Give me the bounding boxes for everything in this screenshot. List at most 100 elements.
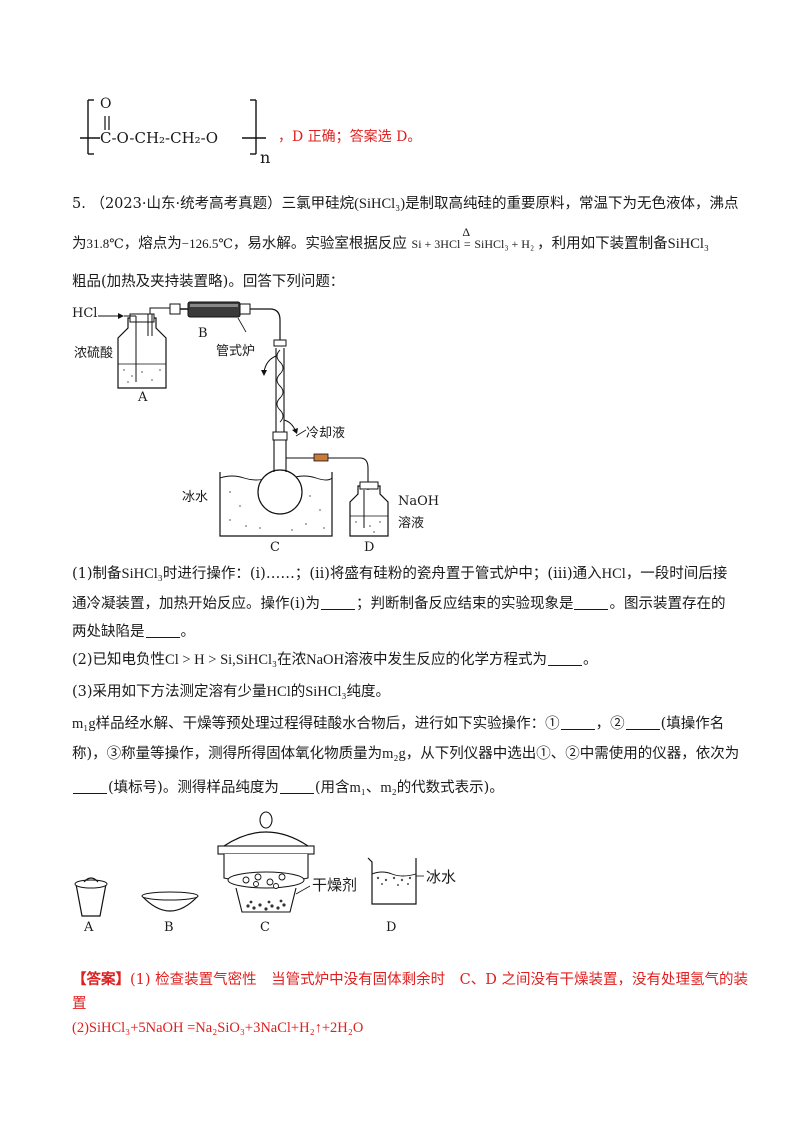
label-desiccant: 干燥剂	[312, 876, 358, 894]
text: ，易水解。实验室根据反应	[232, 236, 407, 252]
reaction-left: Si + 3HCl	[411, 237, 461, 251]
text: 两处缺陷是	[72, 624, 145, 640]
answer-line-1b: 置	[72, 996, 87, 1012]
text: 样品经水解、干燥等预处理过程得硅酸水合物后，进行如下实验操作：①	[95, 716, 560, 732]
apparatus-1-drawing	[98, 301, 389, 537]
text: (2)已知电负性	[72, 652, 166, 668]
formula: SiHCl₃	[305, 684, 347, 700]
apparatus-diagram-1: HCl B 管式炉 浓硫酸 A 冷却液 冰水 NaOH 溶液 C D	[70, 296, 470, 558]
label-a: A	[84, 920, 94, 935]
text: 的代数式表示)。	[396, 780, 504, 796]
formula: HCl	[601, 566, 626, 582]
boiling-point: 31.8℃	[86, 236, 124, 251]
mass-m2: m₂g	[382, 746, 406, 762]
answer-blank[interactable]	[145, 623, 180, 638]
text: 、	[365, 780, 381, 796]
text: 时进行操作：(ⅰ)……；(ⅱ)将盛有硅粉的瓷舟置于管式炉中；(ⅲ)通入	[162, 566, 602, 582]
label-b: B	[198, 326, 208, 341]
question-line-1: 5. （2023·山东·统考高考真题）三氯甲硅烷(SiHCl₃)是制取高纯硅的重…	[72, 194, 739, 214]
text: 的	[290, 684, 306, 700]
label-c: C	[270, 540, 280, 555]
label-furnace: 管式炉	[216, 344, 256, 359]
text: 。图示装置存在的	[609, 596, 726, 612]
sub3-line-3: 称)，③称量等操作，测得所得固体氧化物质量为m₂g，从下列仪器中选出①、②中需使…	[72, 744, 739, 764]
formula: Cl > H > Si,SiHCl₃	[165, 652, 278, 668]
text: (1)制备	[72, 566, 122, 582]
text: ，利用如下装置制备	[537, 236, 668, 252]
label-b: B	[164, 920, 174, 935]
text: 溶液中发生反应的化学方程式为	[343, 652, 547, 668]
formula: HCl	[266, 684, 291, 700]
label-ice-water: 冰水	[182, 490, 209, 505]
sub1-line-1: (1)制备SiHCl₃时进行操作：(ⅰ)……；(ⅱ)将盛有硅粉的瓷舟置于管式炉中…	[72, 564, 732, 584]
apparatus-2-drawing	[74, 811, 424, 917]
text: 纯度。	[346, 684, 391, 700]
apparatus-diagram-2: A B C D 干燥剂 冰水	[70, 800, 490, 940]
answer-line-2: (2)SiHCl₃+5NaOH =Na₂SiO₃+3NaCl+H₂↑+2H₂O	[72, 1020, 364, 1036]
sub1-line-2: 通冷凝装置，加热开始反应。操作(ⅰ)为 ；判断制备反应结束的实验现象是 。图示装置存…	[72, 594, 732, 614]
text: ，熔点为	[123, 236, 182, 252]
polymer-conclusion: ，D 正确；答案选 D。	[278, 129, 422, 145]
text: 为	[72, 236, 87, 252]
label-a: A	[138, 390, 148, 405]
text: ，从下列仪器中选出①、②中需使用的仪器，依次为	[405, 746, 740, 762]
text: (3)采用如下方法测定溶有少量	[72, 684, 267, 700]
text: 通冷凝装置，加热开始反应。操作(ⅰ)为	[72, 596, 320, 612]
text: ，②	[595, 716, 625, 732]
polymer-structure: O C-O-CH₂-CH₂-O n ，D 正确；答案选 D。	[70, 94, 430, 174]
label-c: C	[260, 920, 270, 935]
answer-tag: 【答案】	[72, 971, 130, 988]
polymer-carbonyl-oxygen: O	[100, 96, 112, 112]
question-line-3: 粗品(加热及夹持装置略)。回答下列问题：	[72, 274, 345, 290]
melting-point: −126.5℃	[181, 236, 233, 251]
question-source: （2023·山东·统考高考真题）	[90, 196, 282, 212]
label-concentrated-acid: 浓硫酸	[74, 346, 114, 361]
mass-m1: m₁	[349, 780, 366, 796]
formula: SiHCl₃	[667, 236, 709, 252]
text: ，一段时间后接	[625, 566, 728, 582]
answer-blank[interactable]	[73, 779, 107, 794]
text: 。	[180, 624, 196, 640]
text: 在浓	[277, 652, 307, 668]
text: 。	[582, 652, 598, 668]
text: 是制取高纯硅的重要原料，常温下为无色液体，沸点	[405, 196, 739, 212]
label-coolant: 冷却液	[306, 426, 346, 441]
mass-m1: m₁g	[72, 716, 96, 732]
text: 三氯甲硅烷	[281, 196, 355, 212]
label-naoh: NaOH	[398, 494, 440, 509]
formula: SiHCl₃	[121, 566, 163, 582]
reaction-equation: Si + 3HCl Δ=SiHCl₃ + H₂	[411, 225, 538, 251]
sub3-line-2: m₁g样品经水解、干燥等预处理过程得硅酸水合物后，进行如下实验操作：① ，② (填操…	[72, 714, 732, 734]
formula: NaOH	[306, 652, 344, 668]
label-ice-water: 冰水	[426, 868, 457, 886]
reaction-delta: Δ	[462, 225, 471, 239]
sub3-line-1: (3)采用如下方法测定溶有少量HCl的SiHCl₃纯度。	[72, 682, 732, 702]
answer-blank[interactable]	[547, 651, 582, 666]
question-line-2: 为31.8℃，熔点为−126.5℃，易水解。实验室根据反应 Si + 3HCl …	[72, 225, 732, 254]
text: ；判断制备反应结束的实验现象是	[355, 596, 574, 612]
polymer-bracket-drawing	[80, 99, 266, 155]
mass-m2: m₂	[380, 780, 397, 796]
label-d: D	[364, 540, 375, 555]
answer-line-1: 【答案】(1) 检查装置气密性 当管式炉中没有固体剩余时 C、D 之间没有干燥装…	[72, 970, 748, 990]
text: (填操作名	[660, 716, 725, 732]
label-solution: 溶液	[398, 516, 425, 531]
formula: (SiHCl₃)	[354, 196, 406, 212]
label-hcl: HCl	[72, 306, 98, 321]
text: 称)，③称量等操作，测得所得固体氧化物质量为	[72, 746, 383, 762]
answer-text: (1) 检查装置气密性 当管式炉中没有固体剩余时 C、D 之间没有干燥装置，没有…	[130, 972, 748, 988]
label-d: D	[386, 920, 397, 935]
polymer-chain: C-O-CH₂-CH₂-O	[100, 129, 219, 147]
answer-blank[interactable]	[320, 595, 355, 610]
question-number: 5.	[72, 196, 86, 212]
text: (用含	[314, 780, 350, 796]
answer-blank[interactable]	[279, 779, 314, 794]
answer-blank[interactable]	[625, 715, 660, 730]
sub2-line: (2)已知电负性Cl > H > Si,SiHCl₃在浓NaOH溶液中发生反应的…	[72, 650, 732, 670]
sub1-line-3: 两处缺陷是 。	[72, 622, 732, 642]
answer-blank[interactable]	[574, 595, 609, 610]
polymer-subscript-n: n	[260, 148, 271, 167]
answer-blank[interactable]	[560, 715, 595, 730]
text: (填标号)。测得样品纯度为	[108, 780, 279, 796]
sub3-line-4: (填标号)。测得样品纯度为 (用含m₁、m₂的代数式表示)。	[72, 778, 732, 798]
